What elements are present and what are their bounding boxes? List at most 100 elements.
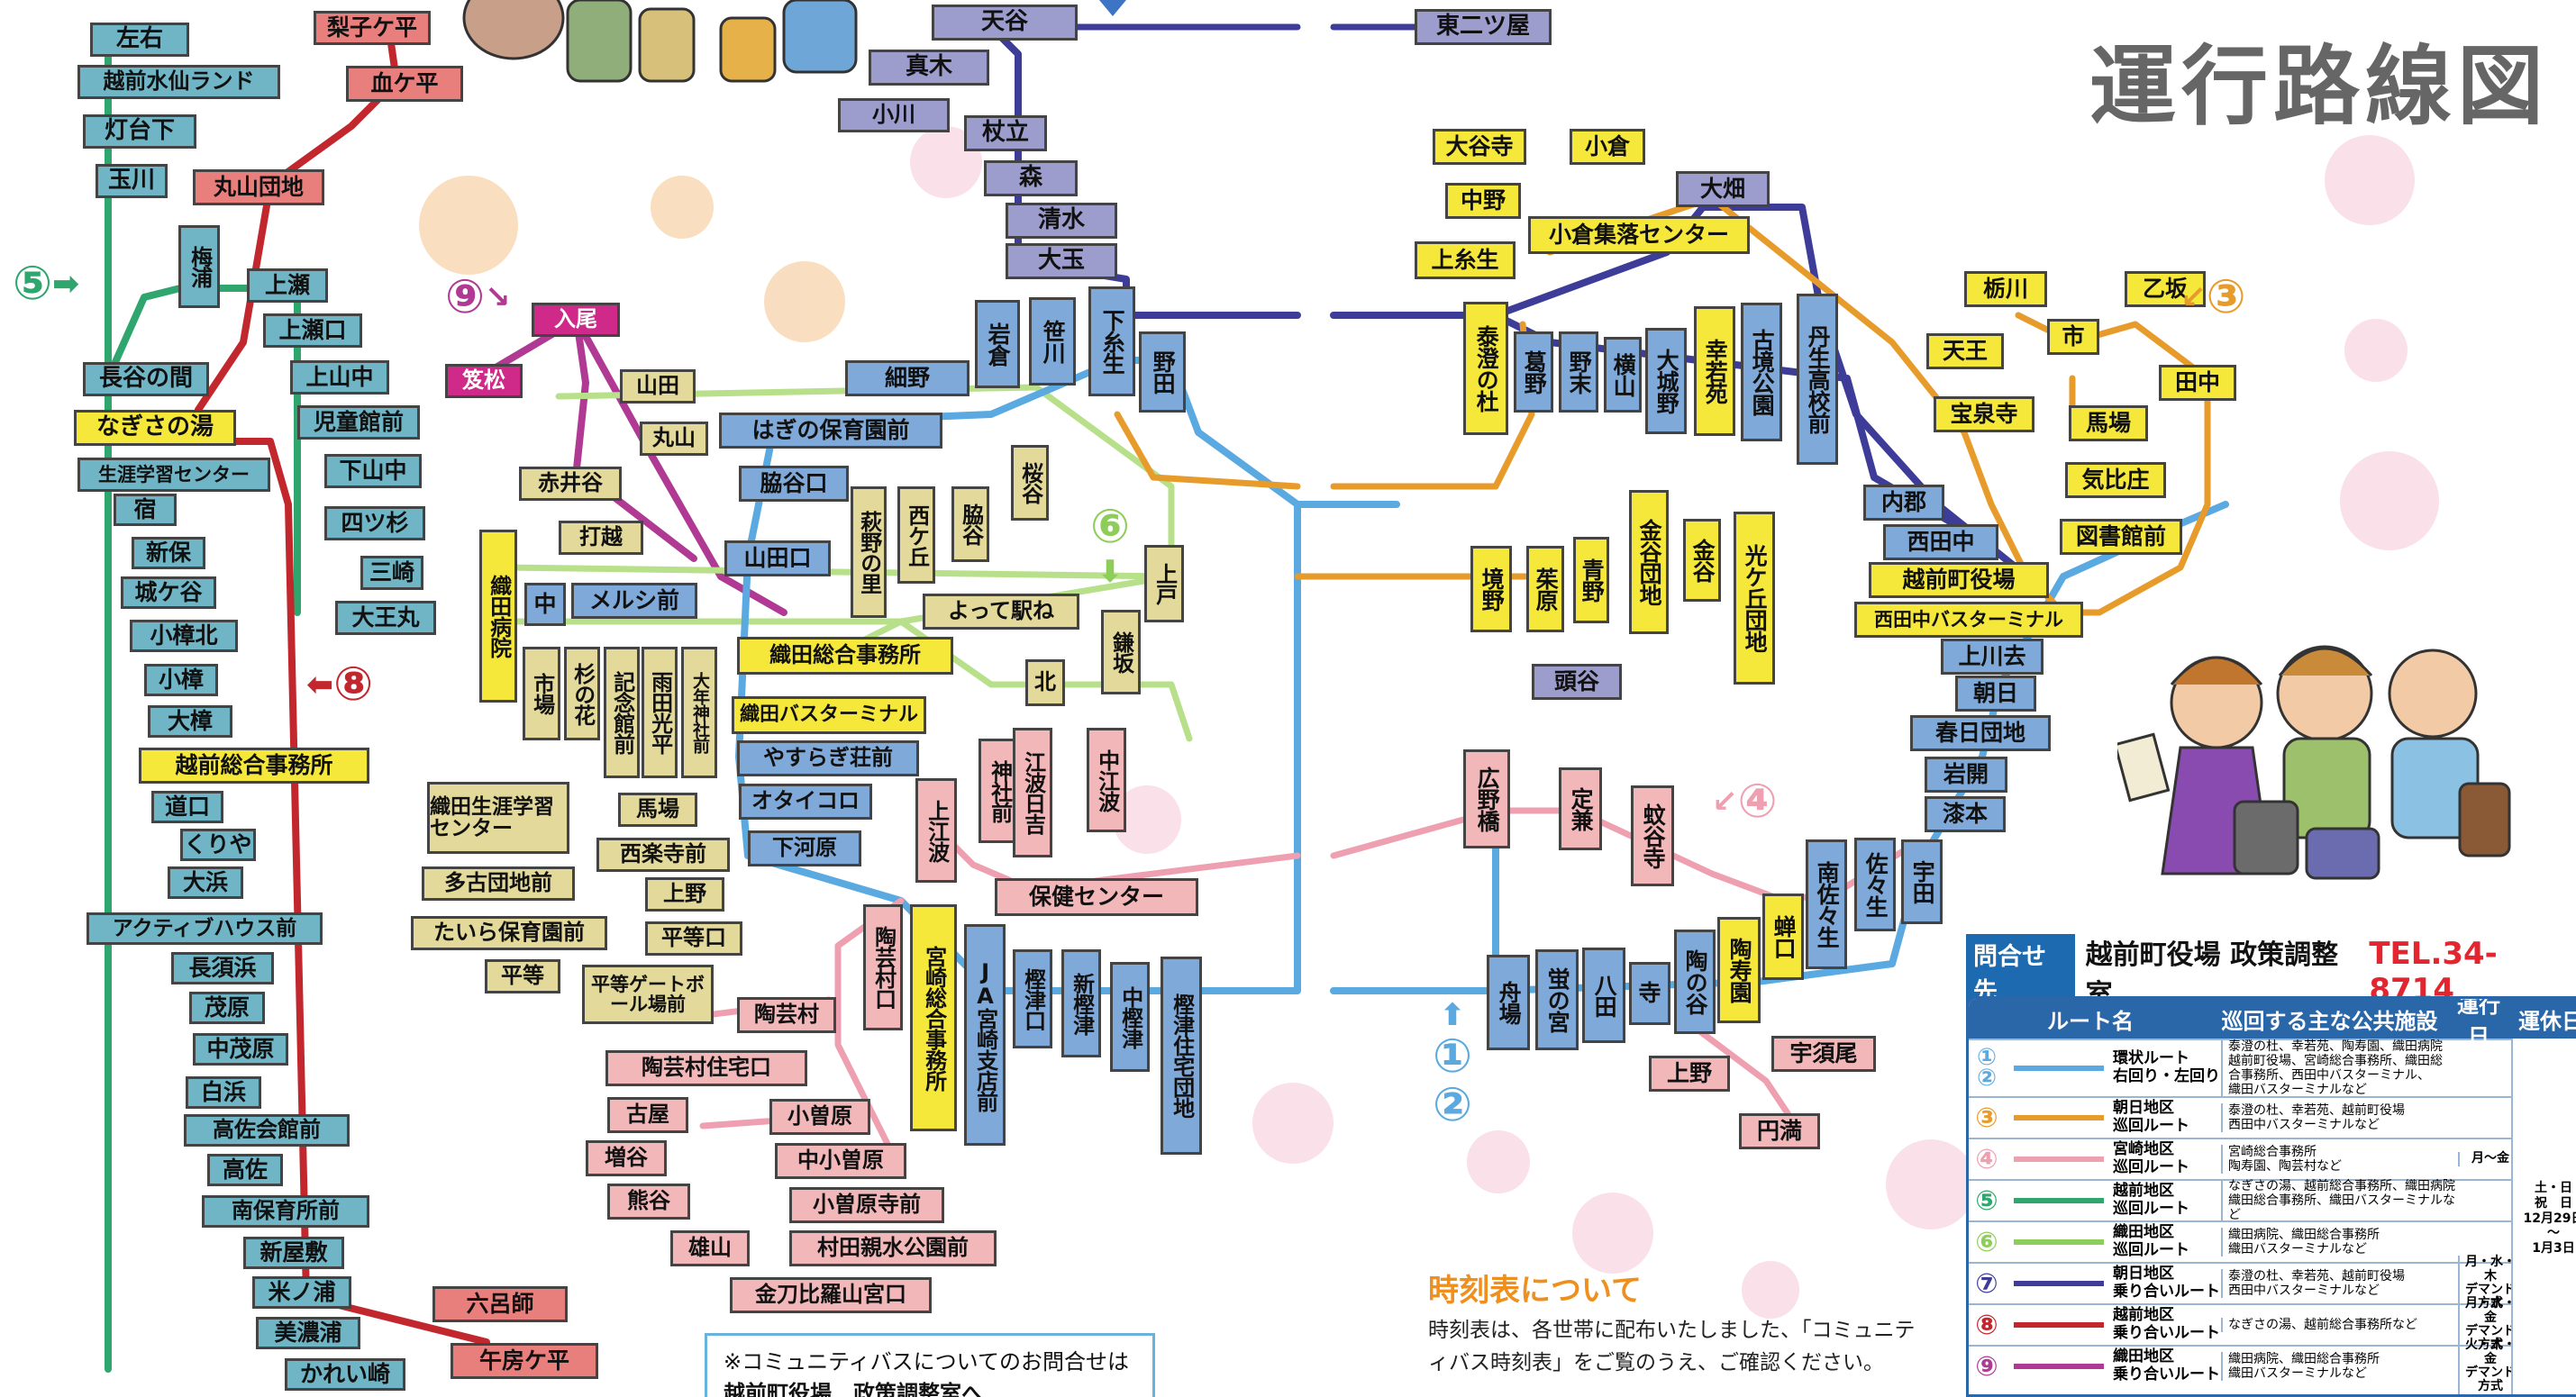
stop[interactable]: 大年神社前 (681, 647, 717, 778)
stop[interactable]: 記念館前 (604, 647, 640, 778)
stop[interactable]: 市場 (523, 647, 560, 740)
stop[interactable]: 越前町役場 (1869, 562, 2049, 598)
stop[interactable]: 光ケ丘団地 (1734, 512, 1775, 685)
stop[interactable]: 小樟 (144, 664, 218, 696)
stop[interactable]: 長谷の間 (83, 362, 209, 396)
stop[interactable]: 真木 (869, 50, 989, 86)
stop[interactable]: 新樫津 (1061, 949, 1101, 1057)
stop[interactable]: 朝日 (1955, 676, 2036, 712)
stop[interactable]: 蝉口 (1762, 894, 1804, 980)
stop[interactable]: 新保 (132, 537, 205, 569)
stop[interactable]: 樫津住宅団地 (1161, 957, 1202, 1155)
stop[interactable]: 山田口 (724, 540, 831, 576)
stop[interactable]: 茂原 (189, 992, 265, 1024)
stop[interactable]: 天谷 (932, 5, 1078, 41)
stop[interactable]: 陶寿園 (1717, 917, 1761, 1023)
stop[interactable]: よって駅ね (923, 594, 1079, 630)
stop[interactable]: 上江波 (915, 778, 957, 883)
stop[interactable]: 大玉 (1006, 243, 1117, 279)
stop[interactable]: 上川去 (1941, 639, 2044, 675)
stop[interactable]: 丸山団地 (193, 169, 324, 205)
stop[interactable]: 米ノ浦 (252, 1276, 351, 1309)
stop[interactable]: 下河原 (748, 830, 861, 866)
stop[interactable]: 児童館前 (297, 405, 420, 440)
stop[interactable]: 北 (1025, 659, 1065, 706)
stop[interactable]: 金谷 (1683, 519, 1721, 602)
stop[interactable]: 脇谷口 (739, 466, 849, 502)
stop[interactable]: 小樟北 (130, 620, 238, 652)
stop[interactable]: 小倉 (1570, 129, 1645, 165)
stop[interactable]: 陶芸村住宅口 (605, 1050, 807, 1086)
stop[interactable]: オタイコロ (739, 784, 872, 820)
stop[interactable]: 梅浦 (178, 225, 220, 308)
stop[interactable]: たいら保育園前 (411, 916, 607, 950)
stop[interactable]: 灯台下 (83, 114, 196, 149)
stop[interactable]: 葛野 (1514, 331, 1553, 413)
stop[interactable]: 宇田 (1901, 839, 1943, 924)
stop[interactable]: はぎの保育園前 (719, 413, 942, 449)
stop[interactable]: 細野 (845, 360, 969, 396)
stop[interactable]: 織田生涯学習センター (427, 782, 569, 854)
stop[interactable]: くりや (180, 829, 256, 861)
stop[interactable]: 赤井谷 (519, 467, 622, 501)
stop[interactable]: 笈松 (445, 364, 523, 398)
stop[interactable]: 午房ケ平 (451, 1343, 598, 1379)
stop[interactable]: 金刀比羅山宮口 (730, 1277, 932, 1313)
stop[interactable]: 清水 (1006, 203, 1117, 239)
stop[interactable]: 玉川 (96, 164, 168, 198)
stop[interactable]: 越前水仙ランド (77, 65, 280, 99)
stop[interactable]: 田中 (2159, 365, 2236, 401)
stop[interactable]: 西田中バスターミナル (1854, 602, 2083, 638)
stop[interactable]: 杉の花 (564, 647, 600, 740)
stop[interactable]: 白浜 (186, 1076, 261, 1109)
stop[interactable]: 上瀬 (247, 268, 328, 303)
stop[interactable]: 織田バスターミナル (732, 696, 926, 734)
stop[interactable]: 杖立 (964, 115, 1047, 151)
stop[interactable]: 長須浜 (171, 952, 274, 984)
stop[interactable]: 熊谷 (607, 1184, 690, 1220)
stop[interactable]: 定兼 (1559, 767, 1602, 850)
stop[interactable]: 雨田光平 (642, 647, 678, 778)
stop[interactable]: 村田親水公園前 (789, 1230, 997, 1266)
stop[interactable]: メルシ前 (571, 583, 697, 619)
stop[interactable]: 小曽原寺前 (789, 1187, 944, 1223)
stop[interactable]: 上山中 (290, 360, 389, 395)
stop[interactable]: 中野 (1445, 183, 1521, 219)
stop[interactable]: 入尾 (532, 303, 620, 337)
stop[interactable]: 大畑 (1676, 171, 1770, 207)
stop[interactable]: 中小曽原 (775, 1143, 906, 1179)
stop[interactable]: 宮崎総合事務所 (910, 904, 957, 1131)
stop[interactable]: 中江波 (1087, 728, 1126, 832)
stop[interactable]: 舟場 (1487, 955, 1530, 1050)
stop[interactable]: 笹川 (1029, 297, 1076, 386)
stop[interactable]: 馬場 (618, 793, 697, 827)
stop[interactable]: 陶の谷 (1674, 930, 1716, 1034)
stop[interactable]: 大王丸 (335, 601, 436, 635)
stop[interactable]: アクティブハウス前 (86, 912, 323, 945)
stop[interactable]: 高佐会館前 (184, 1114, 350, 1147)
stop[interactable]: 寺 (1629, 962, 1670, 1025)
stop[interactable]: 蛍の宮 (1535, 949, 1579, 1050)
stop[interactable]: 大谷寺 (1433, 129, 1526, 165)
stop[interactable]: 南保育所前 (202, 1195, 369, 1228)
stop[interactable]: 横山 (1604, 337, 1642, 413)
stop[interactable]: 野末 (1559, 331, 1598, 413)
stop[interactable]: 古境公園 (1741, 303, 1782, 441)
stop[interactable]: 野田 (1139, 331, 1186, 413)
stop[interactable]: 宇須尾 (1771, 1036, 1876, 1072)
stop[interactable]: 山田 (620, 369, 696, 404)
stop[interactable]: 保健センター (995, 878, 1198, 916)
stop[interactable]: 西楽寺前 (596, 838, 730, 872)
stop[interactable]: 蚊谷寺 (1631, 785, 1674, 886)
stop[interactable]: 丹生高校前 (1797, 294, 1838, 465)
stop[interactable]: 古屋 (607, 1097, 688, 1133)
stop[interactable]: 岩開 (1925, 757, 2007, 793)
stop[interactable]: 茱原 (1526, 546, 1564, 632)
stop[interactable]: 上野 (1649, 1056, 1730, 1092)
stop[interactable]: 丸山 (640, 422, 708, 456)
stop[interactable]: 樫津口 (1013, 949, 1052, 1048)
stop[interactable]: 中茂原 (193, 1033, 288, 1066)
stop[interactable]: 四ツ杉 (324, 506, 425, 540)
stop[interactable]: 西ケ丘 (897, 486, 935, 584)
stop[interactable]: 織田病院 (479, 530, 517, 703)
